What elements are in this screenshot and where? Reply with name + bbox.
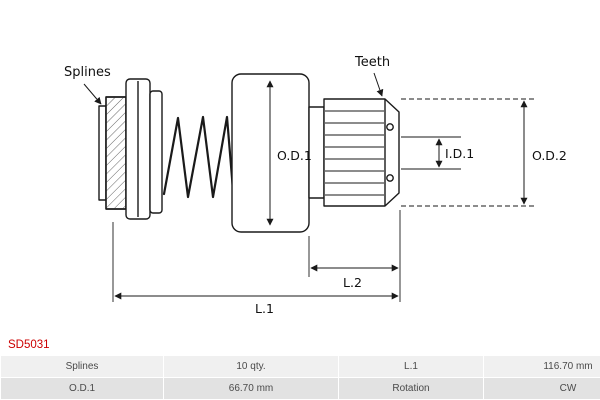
spec-label-l1: L.1 [338, 355, 484, 378]
teeth-label: Teeth [354, 55, 390, 70]
dimension-lines [83, 72, 535, 302]
pinion-detail-dot [386, 174, 394, 182]
spec-label-splines: Splines [0, 355, 164, 378]
spec-row-1: Splines 10 qty. L.1 116.70 mm [0, 355, 600, 378]
pinion-teeth-lines [325, 110, 384, 196]
pinion-detail-dot [386, 123, 394, 131]
starter-drive-body [98, 73, 400, 233]
washer [149, 90, 163, 214]
spec-table: Splines 10 qty. L.1 116.70 mm O.D.1 66.7… [0, 355, 600, 400]
teeth-arrow [373, 72, 384, 97]
part-number: SD5031 [8, 339, 50, 351]
od1-label: O.D.1 [277, 148, 312, 163]
splines-label: Splines [64, 65, 111, 80]
l2-label: L.2 [343, 275, 362, 290]
pinion-gear [323, 98, 400, 207]
splines-arrow [83, 83, 102, 105]
spline-hub-hatch [105, 96, 127, 210]
od2-label: O.D.2 [532, 148, 567, 163]
spec-label-od1: O.D.1 [0, 377, 164, 400]
spec-value-l1: 116.70 mm [483, 355, 600, 378]
spring [162, 115, 235, 199]
spec-row-2: O.D.1 66.70 mm Rotation CW [0, 377, 600, 400]
spline-end-cap [98, 105, 107, 201]
id1-label: I.D.1 [445, 146, 474, 161]
technical-drawing: Splines Teeth O.D.1 I.D.1 O.D.2 L.2 L.1 [64, 55, 567, 316]
spec-label-rotation: Rotation [338, 377, 484, 400]
l1-label: L.1 [255, 301, 274, 316]
spec-value-splines: 10 qty. [163, 355, 339, 378]
spec-value-od1: 66.70 mm [163, 377, 339, 400]
spec-value-rotation: CW [483, 377, 600, 400]
